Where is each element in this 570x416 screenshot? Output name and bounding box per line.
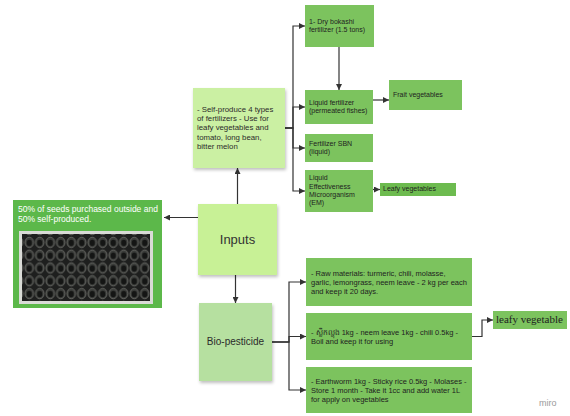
process-box: Fertilizer SBN (liquid) (305, 134, 373, 162)
node-text: 1- Dry bokashi fertilizer (1.5 tons) (309, 18, 370, 35)
input-note: Inputs (198, 204, 277, 275)
process-box: 1- Dry bokashi fertilizer (1.5 tons) (305, 5, 374, 47)
connector-arrow (272, 342, 306, 390)
output-box: Frait vegetables (389, 80, 462, 110)
connector-arrow (338, 47, 339, 90)
node-text: - Self-produce 4 types of fertilizers - … (197, 105, 281, 152)
watermark: miro (539, 398, 557, 408)
connector-arrow (272, 337, 306, 343)
recipe-box: - Raw materials: turmeric, chili, molass… (306, 258, 472, 306)
connector-arrow (285, 128, 305, 191)
output-box: leafy vegetable (493, 311, 567, 329)
connector-arrow (237, 168, 238, 204)
connector-arrow (373, 189, 380, 190)
seed-panel (13, 200, 162, 308)
node-text: Liquid fertilizer (permeated fishes) (309, 99, 369, 116)
node-text: - Earthworm 1kg - Sticky rice 0.5kg - Mo… (311, 377, 467, 404)
fertilizer-note: - Self-produce 4 types of fertilizers - … (193, 88, 285, 168)
connector-arrow (164, 217, 198, 218)
node-text: leafy vegetable (496, 313, 564, 326)
output-box: Leafy vegetables (380, 183, 456, 196)
node-text: Bio-pesticide (203, 336, 268, 348)
seed-tray (22, 234, 150, 301)
node-text: Liquid Effectiveness Microorganism (EM) (309, 174, 369, 208)
connector-arrow (285, 26, 305, 128)
process-box: Liquid fertilizer (permeated fishes) (305, 90, 373, 124)
process-box: Liquid Effectiveness Microorganism (EM) (305, 170, 373, 212)
connector-arrow (285, 107, 305, 128)
node-text: 50% of seeds purchased outside and 50% s… (18, 204, 159, 224)
connector-arrow (285, 128, 305, 148)
node-text: - Raw materials: turmeric, chili, molass… (311, 269, 467, 296)
recipe-box: - Earthworm 1kg - Sticky rice 0.5kg - Mo… (306, 367, 472, 413)
node-text: Fertilizer SBN (liquid) (309, 140, 369, 157)
node-text: Leafy vegetables (383, 185, 453, 193)
connector-arrow (373, 99, 389, 100)
node-text: Frait vegetables (393, 91, 458, 99)
connector-arrow (272, 282, 306, 342)
connector-arrow (235, 275, 236, 303)
pesticide-note: Bio-pesticide (199, 303, 272, 381)
tray-rim (19, 231, 153, 304)
connector-arrow (472, 320, 493, 337)
node-text: - ស្លឹកល្ហុង 1kg - neem leave 1kg - chil… (311, 328, 467, 346)
recipe-box: - ស្លឹកល្ហុង 1kg - neem leave 1kg - chil… (306, 313, 472, 360)
node-text: Inputs (202, 232, 273, 248)
seed-box: 50% of seeds purchased outside and 50% s… (13, 200, 164, 231)
